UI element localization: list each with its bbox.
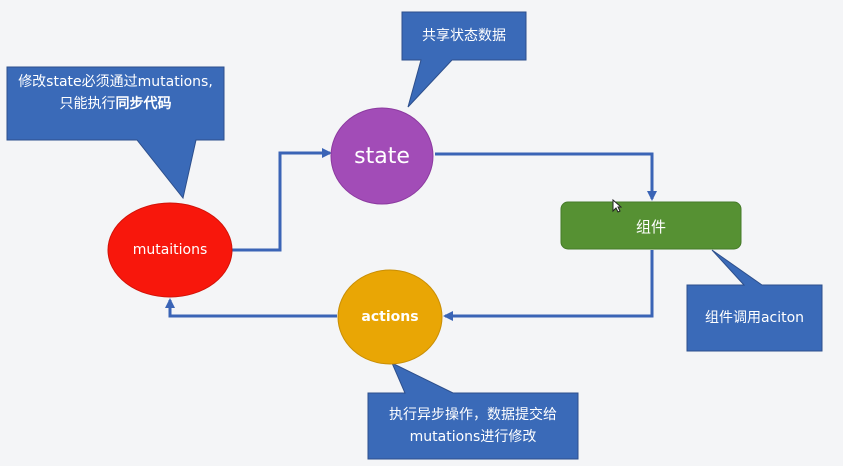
- callout-state-note: [401, 11, 527, 108]
- mutations-node: [107, 202, 233, 298]
- actions-note-line1: 执行异步操作，数据提交给: [389, 407, 557, 423]
- arrow-state-to-component: [435, 152, 657, 201]
- mutations-label: mutaitions: [132, 242, 208, 258]
- state-label: state: [354, 143, 410, 169]
- actions-label: actions: [361, 309, 419, 325]
- state-note-text: 共享状态数据: [422, 28, 506, 44]
- mutations-note-line2: 只能执行同步代码: [7, 93, 224, 115]
- mutations-note-line2-prefix: 只能执行: [59, 96, 116, 112]
- mutations-note-line1: 修改state必须通过mutations,: [18, 74, 213, 90]
- actions-note-text: 执行异步操作，数据提交给 mutations进行修改: [368, 404, 578, 448]
- mutations-note-line2-strong: 同步代码: [115, 96, 172, 112]
- actions-node: [337, 269, 443, 365]
- arrow-mutations-to-state: [232, 148, 332, 252]
- actions-note-line2: mutations进行修改: [409, 429, 537, 445]
- mouse-cursor-icon: [612, 199, 622, 213]
- mutations-note-text: 修改state必须通过mutations, 只能执行同步代码: [7, 71, 224, 115]
- state-node: [330, 107, 434, 205]
- arrow-actions-to-mutations: [165, 298, 337, 318]
- callout-component-note: [686, 249, 823, 352]
- callout-actions-note: [367, 361, 579, 460]
- component-note-text: 组件调用aciton: [704, 310, 805, 326]
- arrow-component-to-actions: [443, 250, 654, 321]
- callout-mutations-note: [6, 66, 225, 200]
- component-label: 组件: [635, 217, 666, 236]
- component-node: [560, 201, 742, 250]
